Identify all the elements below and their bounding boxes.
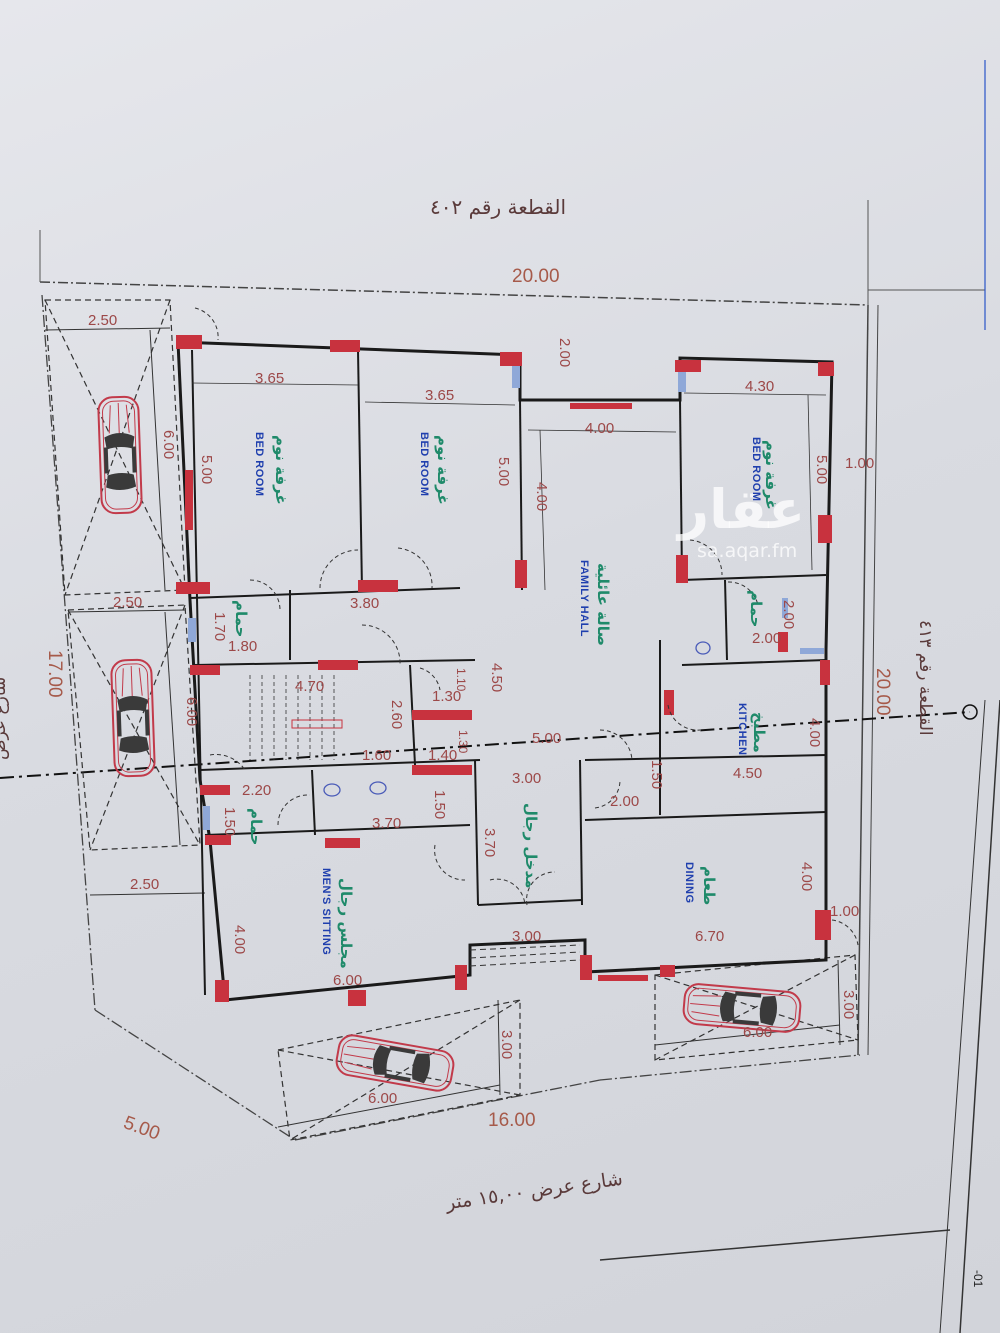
family-hall-label-en: FAMILY HALL bbox=[578, 560, 590, 638]
dim-wash-depth: 1.50 bbox=[431, 790, 448, 820]
dim-corridor: 3.80 bbox=[350, 595, 380, 612]
bedroom3-label-ar: غرفة نوم bbox=[762, 440, 780, 510]
bath3-label-ar: حمام bbox=[247, 808, 265, 846]
parking2-width: 2.50 bbox=[113, 594, 143, 611]
dim-small-140: 1.40 bbox=[428, 747, 458, 764]
dim-wash: 3.70 bbox=[372, 815, 402, 832]
bath2-label-ar: حمام bbox=[747, 590, 765, 628]
parking1-length: 6.00 bbox=[160, 430, 177, 460]
bedroom1-width: 3.65 bbox=[255, 370, 285, 387]
family-hall-label-ar: صالة عائلية bbox=[594, 563, 612, 646]
dim-stair-depth: 2.60 bbox=[388, 700, 405, 730]
bedroom1-depth: 5.00 bbox=[198, 455, 215, 485]
dining-label-ar: طعام bbox=[700, 866, 718, 906]
watermark-logo: عقار bbox=[678, 478, 806, 541]
dim-bottom: 16.00 bbox=[488, 1110, 536, 1131]
mens-sitting-label-ar: مجلس رجال bbox=[337, 878, 355, 969]
dim-small-130b: 1.30 bbox=[456, 730, 470, 754]
mens-entrance-label-ar: مدخل رجال bbox=[522, 803, 540, 889]
dim-right: 20.00 bbox=[872, 668, 893, 716]
bath1-width: 1.80 bbox=[228, 638, 258, 655]
dim-small-160: 1.60 bbox=[362, 747, 392, 764]
watermark-url: sa.aqar.fm bbox=[697, 540, 798, 562]
dim-top: 20.00 bbox=[512, 266, 560, 287]
bath3-depth: 1.50 bbox=[221, 807, 238, 837]
bedroom3-label-en: BED ROOM bbox=[750, 437, 762, 502]
parking2-length: 6.00 bbox=[183, 697, 200, 727]
kitchen-label-en: KITCHEN bbox=[736, 703, 748, 756]
dim-setback-top: 2.00 bbox=[556, 338, 573, 368]
mens-sitting-label-en: MEN'S SITTING bbox=[320, 868, 332, 956]
bedroom3-width: 4.30 bbox=[745, 378, 775, 395]
bath2-width: 2.00 bbox=[752, 630, 782, 647]
bath1-label-ar: حمام bbox=[232, 600, 250, 638]
dim-service-depth: 1.50 bbox=[648, 760, 665, 790]
kitchen-width: 4.50 bbox=[733, 765, 763, 782]
bedroom3-depth: 5.00 bbox=[813, 455, 830, 485]
mens-entrance-depth: 3.70 bbox=[481, 828, 498, 858]
dim-small-130: 1.30 bbox=[432, 688, 462, 705]
parking4-width: 3.00 bbox=[498, 1030, 515, 1060]
parking3-width: 2.50 bbox=[130, 876, 160, 893]
family-hall-extra: 4.50 bbox=[488, 663, 505, 693]
kitchen-depth: 4.00 bbox=[806, 718, 823, 748]
dim-hall-bottom: 5.00 bbox=[532, 730, 562, 747]
bedroom1-label-ar: غرفة نوم bbox=[272, 435, 290, 505]
bath1-depth: 1.70 bbox=[211, 612, 228, 642]
parking1-width: 2.50 bbox=[88, 312, 118, 329]
dim-service: 2.00 bbox=[610, 793, 640, 810]
left-street-label: شارع عرض bbox=[0, 676, 10, 760]
dining-label-en: DINING bbox=[683, 862, 695, 904]
dim-left: 17.00 bbox=[44, 650, 65, 698]
kitchen-label-ar: مطبخ bbox=[750, 712, 768, 753]
dim-stair: 4.70 bbox=[295, 678, 325, 695]
parking4-length: 6.00 bbox=[368, 1090, 398, 1107]
bath3-width: 2.20 bbox=[242, 782, 272, 799]
right-neighbor-label: القطعة رقم ٤١٣ bbox=[915, 620, 935, 736]
dining-width: 6.70 bbox=[695, 928, 725, 945]
family-hall-depth: 4.00 bbox=[533, 482, 550, 512]
dining-depth: 4.00 bbox=[798, 862, 815, 892]
bedroom2-label-en: BED ROOM bbox=[418, 432, 430, 497]
bath2-depth: 2.00 bbox=[780, 600, 797, 630]
dim-setback-right-bottom: 1.00 bbox=[830, 903, 860, 920]
dim-small-110: 1.10 bbox=[454, 668, 468, 692]
mens-entrance-width: 3.00 bbox=[512, 770, 542, 787]
top-neighbor-label: القطعة رقم ٤٠٢ bbox=[430, 195, 567, 219]
bedroom2-label-ar: غرفة نوم bbox=[434, 435, 452, 505]
parking5-width: 3.00 bbox=[840, 990, 857, 1020]
mens-sitting-width: 6.00 bbox=[333, 972, 363, 989]
page-mark: -01 bbox=[971, 1270, 985, 1288]
parking5-length: 6.00 bbox=[743, 1024, 773, 1041]
bedroom1-label-en: BED ROOM bbox=[253, 432, 265, 497]
family-hall-width: 4.00 bbox=[585, 420, 615, 437]
bedroom2-depth: 5.00 bbox=[495, 457, 512, 487]
bedroom2-width: 3.65 bbox=[425, 387, 455, 404]
dim-setback-right-top: 1.00 bbox=[845, 455, 875, 472]
dim-entry-steps: 3.00 bbox=[512, 928, 542, 945]
mens-sitting-depth: 4.00 bbox=[231, 925, 248, 955]
